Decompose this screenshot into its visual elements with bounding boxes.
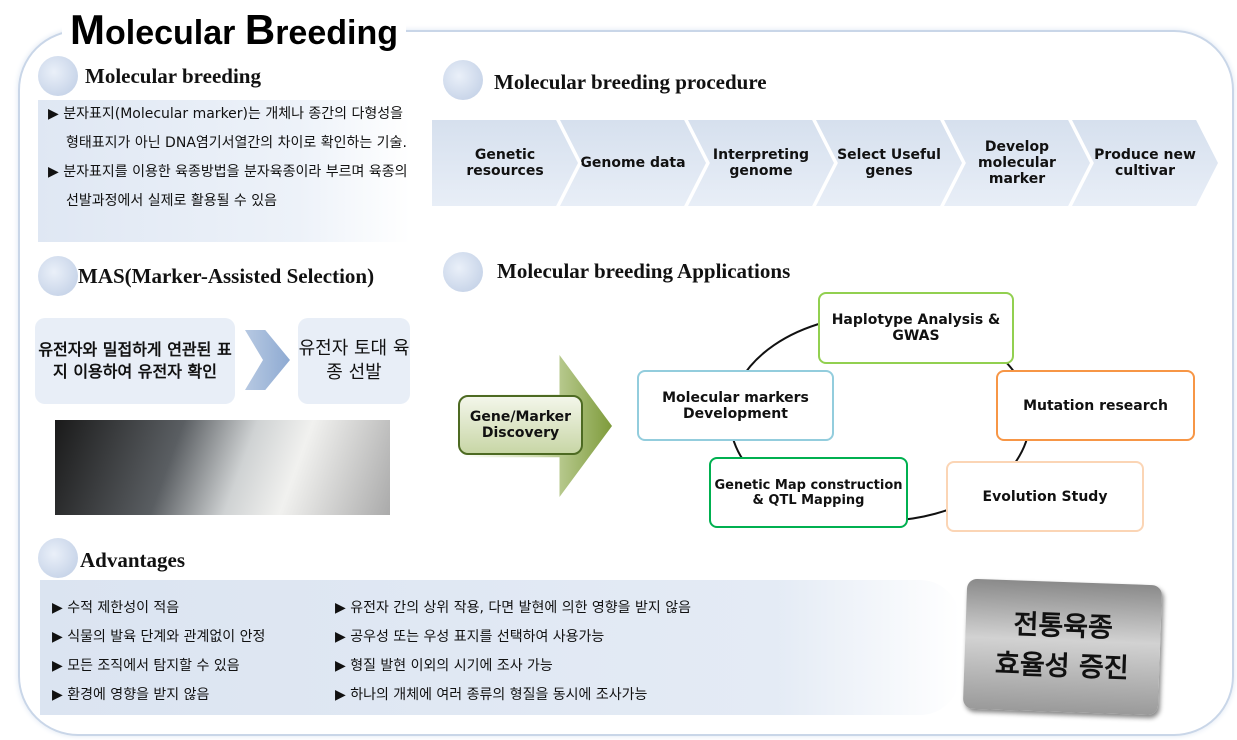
intro-item: ▶ 분자표지를 이용한 육종방법을 분자육종이라 부르며 육종의 선발과정에서 … [48, 164, 408, 209]
mas-box-1: 유전자와 밀접하게 연관된 표지 이용하여 유전자 확인 [35, 318, 235, 404]
advantage-text: 환경에 영향을 받지 않음 [67, 687, 210, 703]
advantage-item: ▶ 공우성 또는 우성 표지를 선택하여 사용가능 [335, 629, 605, 645]
title-part: olecular [105, 14, 245, 52]
advantage-item: ▶ 유전자 간의 상위 작용, 다면 발현에 의한 영향을 받지 않음 [335, 600, 691, 616]
discovery-box: Gene/Marker Discovery [458, 395, 583, 455]
main-frame [18, 30, 1234, 736]
advantage-item: ▶ 형질 발현 이외의 시기에 조사 가능 [335, 658, 553, 674]
title-letter: B [244, 6, 276, 53]
advantage-text: 공우성 또는 우성 표지를 선택하여 사용가능 [350, 629, 605, 645]
procedure-step: Produce new cultivar [1072, 120, 1218, 206]
bullet-circle-icon [38, 56, 78, 96]
advantage-item: ▶ 식물의 발육 단계와 관계없이 안정 [52, 629, 266, 645]
intro-text: 분자표지를 이용한 육종방법을 분자육종이라 부르며 육종의 선발과정에서 실제… [63, 164, 408, 209]
procedure-step: Select Useful genes [816, 120, 962, 206]
procedure-step: Genome data [560, 120, 706, 206]
advantage-item: ▶ 모든 조직에서 탐지할 수 있음 [52, 658, 240, 674]
advantage-text: 식물의 발육 단계와 관계없이 안정 [67, 629, 266, 645]
app-evolution: Evolution Study [946, 461, 1144, 532]
bullet-circle-icon [38, 538, 78, 578]
app-markers: Molecular markers Development [637, 370, 834, 441]
procedure-step: Interpreting genome [688, 120, 834, 206]
advantage-text: 수적 제한성이 적음 [67, 600, 180, 616]
app-haplotype: Haplotype Analysis & GWAS [818, 292, 1014, 364]
dna-gel-image [55, 420, 390, 515]
title-part: reeding [275, 14, 398, 52]
advantage-text: 형질 발현 이외의 시기에 조사 가능 [350, 658, 553, 674]
advantages-box: ▶ 수적 제한성이 적음 ▶ 식물의 발육 단계와 관계없이 안정 ▶ 모든 조… [40, 580, 960, 715]
intro-text: 분자표지(Molecular marker)는 개체나 종간의 다형성을 형태표… [63, 106, 407, 151]
advantage-text: 모든 조직에서 탐지할 수 있음 [67, 658, 240, 674]
app-genetic-map: Genetic Map construction & QTL Mapping [709, 457, 908, 528]
bullet-circle-icon [443, 252, 483, 292]
bullet-circle-icon [38, 256, 78, 296]
mas-box-2: 유전자 토대 육종 선발 [298, 318, 410, 404]
procedure-step: Genetic resources [432, 120, 578, 206]
advantage-text: 하나의 개체에 여러 종류의 형질을 동시에 조사가능 [350, 687, 648, 703]
heading-advantages: Advantages [80, 548, 186, 572]
title-letter: M [70, 6, 105, 53]
advantage-text: 유전자 간의 상위 작용, 다면 발현에 의한 영향을 받지 않음 [350, 600, 691, 616]
heading-mas: MAS(Marker-Assisted Selection) [78, 264, 375, 288]
intro-box: ▶ 분자표지(Molecular marker)는 개체나 종간의 다형성을 형… [38, 100, 410, 242]
heading-molecular-breeding: Molecular breeding [85, 64, 261, 88]
procedure-step: Develop molecular marker [944, 120, 1090, 206]
heading-procedure: Molecular breeding procedure [494, 70, 767, 94]
badge-line: 전통육종 [1013, 609, 1114, 644]
advantage-item: ▶ 수적 제한성이 적음 [52, 600, 180, 616]
app-mutation: Mutation research [996, 370, 1195, 441]
intro-item: ▶ 분자표지(Molecular marker)는 개체나 종간의 다형성을 형… [48, 106, 407, 151]
badge-line: 효율성 증진 [994, 648, 1130, 685]
advantage-item: ▶ 하나의 개체에 여러 종류의 형질을 동시에 조사가능 [335, 687, 648, 703]
page-title: Molecular Breeding [62, 6, 406, 54]
bullet-circle-icon [443, 60, 483, 100]
heading-applications: Molecular breeding Applications [497, 259, 791, 283]
advantage-item: ▶ 환경에 영향을 받지 않음 [52, 687, 210, 703]
